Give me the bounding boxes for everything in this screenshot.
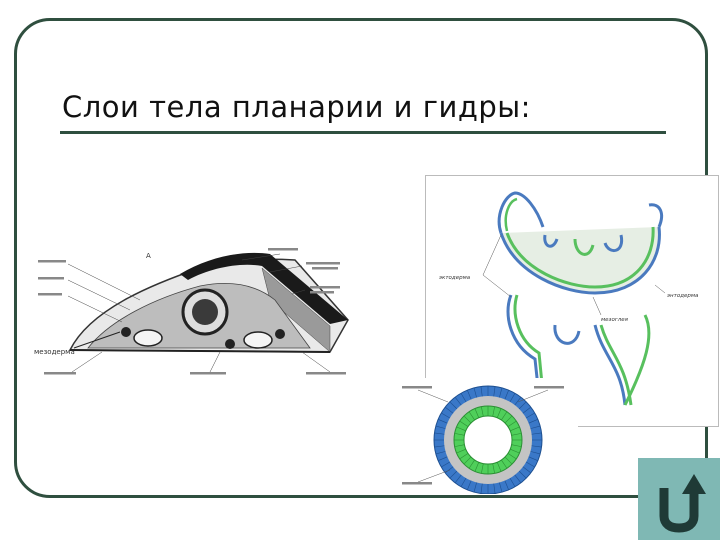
planaria-marker-a: А — [146, 252, 151, 260]
planaria-cross-section: А мезодерма — [34, 248, 349, 375]
back-button[interactable] — [638, 458, 720, 540]
hydra-ring-cross-section — [398, 378, 578, 494]
hydra-label-mesoglea: мезоглея — [601, 317, 629, 323]
slide-title: Слои тела планарии и гидры: — [62, 90, 531, 124]
hydra-label-ectoderm: эктодерма — [439, 275, 471, 281]
hydra-label-endoderm: энтодерма — [667, 293, 699, 299]
u-turn-arrow-icon — [659, 474, 706, 533]
title-underline — [60, 131, 666, 134]
mesoderm-label: мезодерма — [34, 348, 75, 356]
